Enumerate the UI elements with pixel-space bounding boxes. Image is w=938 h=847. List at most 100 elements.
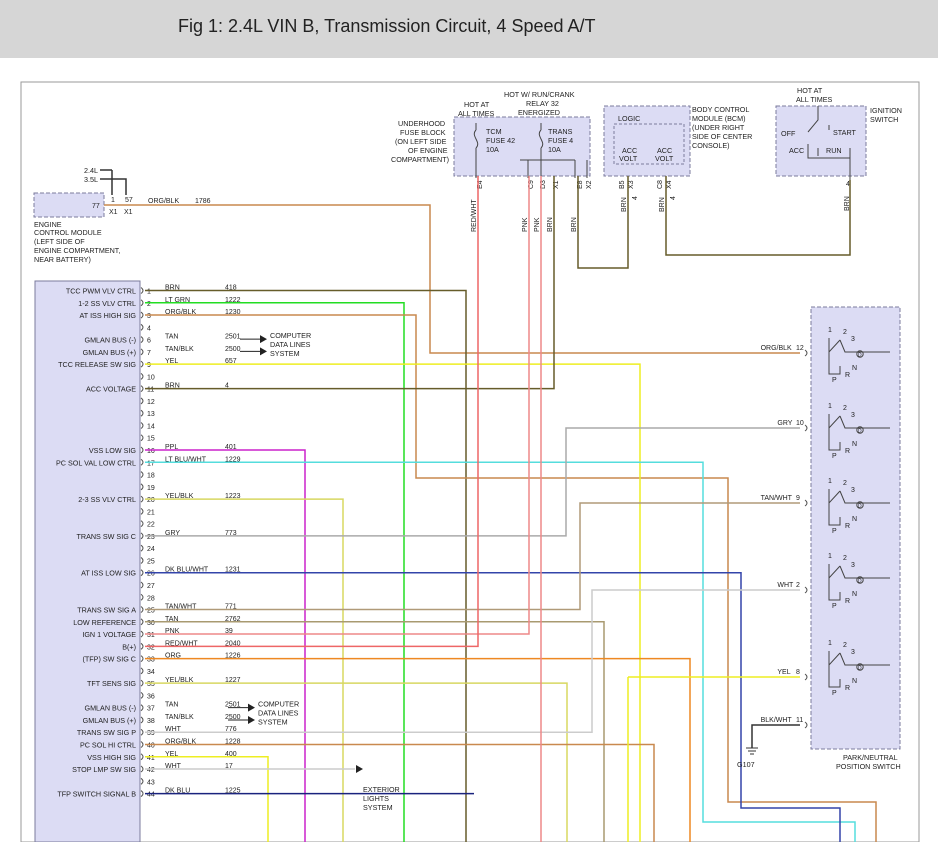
pns-pin: 8 xyxy=(796,669,800,676)
tcm-wire-color: DK BLU xyxy=(165,788,190,795)
bcm-logic-box xyxy=(613,123,685,165)
tcm-pin-label: AT ISS HIGH SIG xyxy=(80,311,137,320)
tcm-wire-circuit: 1226 xyxy=(225,653,241,660)
pns-sw-label: N xyxy=(852,591,857,598)
pns-pin: 12 xyxy=(796,345,804,352)
connector-pin xyxy=(140,434,144,442)
tcm-pin-number: 26 xyxy=(147,571,155,578)
tcm-wire-color: YEL xyxy=(165,751,178,758)
bcm-term-num: 4 xyxy=(670,196,677,200)
ecm-pin-57: 57 xyxy=(125,197,133,204)
tcm-pin-number: 12 xyxy=(147,399,155,406)
pns-sw-label: R xyxy=(845,448,850,455)
bcm-label-4: SIDE OF CENTER xyxy=(692,132,752,141)
data-lines-bottom-label: SYSTEM xyxy=(258,718,288,727)
pns-sw-label: D xyxy=(858,353,862,359)
tcm-pin-number: 42 xyxy=(147,767,155,774)
tcm-pin-number: 21 xyxy=(147,509,155,516)
pns-sw-label: P xyxy=(832,377,837,384)
tcm-fuse-1: TCM xyxy=(486,127,502,136)
pns-sw-label: R xyxy=(845,523,850,530)
tcm-wire-circuit: 1222 xyxy=(225,297,241,304)
ext-lights-label: SYSTEM xyxy=(363,803,393,812)
pns-sw-bus xyxy=(839,415,890,429)
connector-pin xyxy=(140,704,144,712)
data-lines-bottom-arrow xyxy=(248,715,255,724)
ign-label-2: SWITCH xyxy=(870,115,898,124)
wire-pin31-pnk xyxy=(145,176,530,635)
ignition-switch-symbol xyxy=(807,106,851,159)
fuse-terminal: E8 xyxy=(577,180,584,189)
data-lines-top-arrow xyxy=(260,335,267,344)
tcm-pin-number: 6 xyxy=(147,338,151,345)
tcm-wire-circuit: 2501 xyxy=(225,702,241,709)
pns-sw-label: N xyxy=(852,365,857,372)
tcm-wire-color: ORG xyxy=(165,653,181,660)
connector-pin xyxy=(140,655,144,662)
connector-pin xyxy=(140,507,144,515)
tcm-pin-number: 3 xyxy=(147,313,151,320)
bcm-logic: LOGIC xyxy=(618,114,640,123)
tcm-pin-number: 10 xyxy=(147,374,155,381)
pns-sw-bus xyxy=(839,565,890,579)
bcm-wire-color: BRN xyxy=(621,197,628,212)
tcm-pin-label: GMLAN BUS (+) xyxy=(83,716,136,725)
tcm-pin-number: 4 xyxy=(147,325,151,332)
tcm-pin-number: 2 xyxy=(147,301,151,308)
bcm-acc-2a: ACC xyxy=(657,146,672,155)
ecm-conn-x1b: X1 xyxy=(124,209,133,216)
wire-pin39-wht xyxy=(145,589,800,733)
trans-fuse-symbol xyxy=(538,123,544,178)
tcm-pin-label: TCC PWM VLV CTRL xyxy=(66,287,136,296)
ecm-label-1: ENGINE xyxy=(34,220,62,229)
fuse-block-module xyxy=(453,116,591,177)
tcm-wire-color: ORG/BLK xyxy=(165,309,196,316)
tcm-pin-number: 7 xyxy=(147,350,151,357)
engine-2-4l: 2.4L xyxy=(84,166,98,175)
pns-wire-color: WHT xyxy=(777,582,794,589)
pns-sw-label: P xyxy=(832,690,837,697)
tcm-wire-circuit: 657 xyxy=(225,358,237,365)
tcm-wire-color: YEL/BLK xyxy=(165,677,194,684)
tcm-pin-number: 31 xyxy=(147,632,155,639)
wire-pin9-yel xyxy=(145,363,641,842)
connector-pin xyxy=(140,483,144,491)
pns-sw-label: R xyxy=(845,598,850,605)
pns-pin: 10 xyxy=(796,420,804,427)
tcm-pin-label: TFT SENS SIG xyxy=(87,679,136,688)
tcm-wire-color: BRN xyxy=(165,383,180,390)
fuse-terminal: D3 xyxy=(540,180,547,189)
fuse-wire-color: BRN xyxy=(547,217,554,232)
tcm-pin-number: 43 xyxy=(147,779,155,786)
tcm-pin-label: TFP SWITCH SIGNAL B xyxy=(57,790,136,799)
pns-sw-label: 2 xyxy=(843,329,847,336)
tcm-wire-color: TAN xyxy=(165,616,178,623)
fuse-wire-color: BRN xyxy=(571,217,578,232)
pns-sw-label: 1 xyxy=(828,553,832,560)
ecm-pin: 77 xyxy=(92,203,100,210)
tcm-pin-label: STOP LMP SW SIG xyxy=(72,765,136,774)
pns-wire-color: BLK/WHT xyxy=(761,717,793,724)
tcm-module xyxy=(34,280,141,843)
bcm-acc-2b: VOLT xyxy=(655,154,674,163)
fuse-hot-at-1: HOT AT xyxy=(464,100,490,109)
tcm-wire-circuit: 418 xyxy=(225,285,237,292)
pns-sw-d-circle xyxy=(856,663,864,671)
pns-connector xyxy=(804,499,808,507)
tcm-pin-label: 1-2 SS VLV CTRL xyxy=(78,299,136,308)
connector-pin xyxy=(140,495,144,503)
ext-lights-label: EXTERIOR xyxy=(363,785,400,794)
pns-sw-label: 1 xyxy=(828,327,832,334)
pns-sw-label: 3 xyxy=(851,336,855,343)
connector-pin xyxy=(140,753,144,761)
pns-sw-label: D xyxy=(858,429,862,435)
bcm-term-num: 4 xyxy=(632,196,639,200)
wire-pin35-yelblk xyxy=(145,682,568,842)
tcm-pin-number: 14 xyxy=(147,423,155,430)
park-neutral-switch xyxy=(810,306,901,750)
data-lines-top-arrow xyxy=(260,347,267,356)
data-lines-top-label: DATA LINES xyxy=(270,340,311,349)
